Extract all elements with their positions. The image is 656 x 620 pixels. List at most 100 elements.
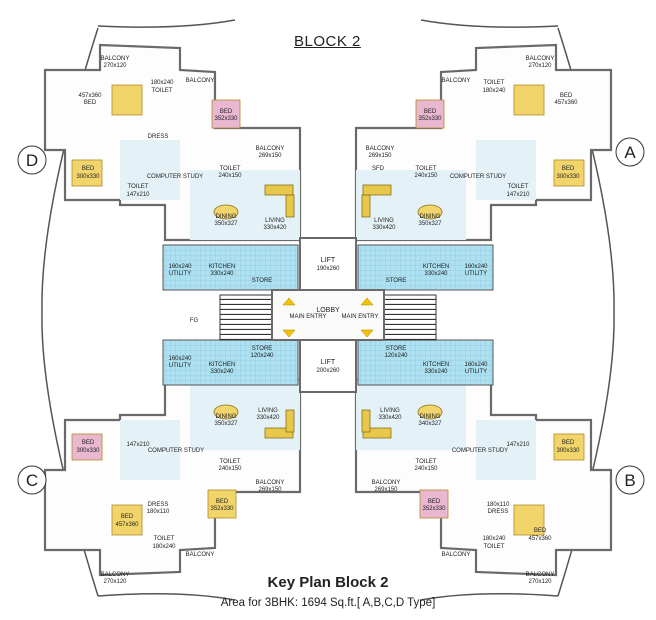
living-dim: 330x420 bbox=[378, 415, 402, 421]
balcony-label: BALCONY bbox=[442, 78, 471, 84]
plan-caption-subtitle: Area for 3BHK: 1694 Sq.ft.[ A,B,C,D Type… bbox=[220, 597, 436, 609]
balcony-label: BALCONY bbox=[186, 552, 215, 558]
lift-bottom-label: LIFT bbox=[321, 359, 336, 366]
room-labels-c: 160x240 UTILITY KITCHEN 330x240 STORE 12… bbox=[76, 346, 284, 585]
bed-dim: 352x330 bbox=[418, 116, 442, 122]
toilet-dim: 240x150 bbox=[414, 173, 438, 179]
lobby-label: LOBBY bbox=[316, 307, 340, 314]
bed-label: BED bbox=[216, 499, 229, 505]
balcony-label: BALCONY bbox=[186, 78, 215, 84]
dining-dim: 350x327 bbox=[418, 221, 442, 227]
utility-dim: 160x240 bbox=[464, 264, 488, 270]
unit-label-d: D bbox=[26, 151, 38, 170]
bed-label: BED bbox=[428, 499, 441, 505]
balcony-label: BALCONY bbox=[101, 56, 130, 62]
bed-dim: 352x330 bbox=[210, 506, 234, 512]
kitchen-dim: 330x240 bbox=[424, 369, 448, 375]
kitchen-label: KITCHEN bbox=[209, 362, 235, 368]
room-labels-b: STORE 120x240 KITCHEN 330x240 160x240 UT… bbox=[372, 346, 581, 585]
furniture bbox=[213, 184, 443, 439]
balcony-label: BALCONY bbox=[101, 572, 130, 578]
toilet-dim: 240x150 bbox=[414, 466, 438, 472]
utility-dim: 160x240 bbox=[168, 356, 192, 362]
kitchen-label: KITCHEN bbox=[209, 264, 235, 270]
dress-label: DRESS bbox=[488, 509, 509, 515]
toilet-label: TOILET bbox=[220, 459, 241, 465]
unit-label-a: A bbox=[624, 143, 636, 162]
store-label: STORE bbox=[252, 278, 273, 284]
bed-dim: 457x360 bbox=[554, 100, 578, 106]
toilet-dim: 180x240 bbox=[152, 544, 176, 550]
kitchen-dim: 330x240 bbox=[210, 369, 234, 375]
study-label: COMPUTER STUDY bbox=[452, 448, 508, 454]
balcony-label: BALCONY bbox=[366, 146, 395, 152]
room-labels-d: BALCONY 270x120 457x360 BED 180x240 TOIL… bbox=[76, 56, 287, 284]
toilet-dim: 180x240 bbox=[150, 80, 174, 86]
toilet-label: TOILET bbox=[416, 166, 437, 172]
bed-dim: 352x330 bbox=[422, 506, 446, 512]
living-dim: 330x420 bbox=[372, 225, 396, 231]
bed-label: BED bbox=[220, 109, 233, 115]
balcony-label: BALCONY bbox=[526, 572, 555, 578]
dining-dim: 350x327 bbox=[214, 221, 238, 227]
toilet-dim: 147x210 bbox=[506, 442, 530, 448]
plan-caption-title: Key Plan Block 2 bbox=[267, 574, 389, 591]
lift-top-label: LIFT bbox=[321, 257, 336, 264]
utility-label: UTILITY bbox=[465, 271, 487, 277]
balcony-dim: 270x120 bbox=[528, 579, 552, 585]
kitchen-dim: 330x240 bbox=[424, 271, 448, 277]
toilet-dim: 240x150 bbox=[218, 466, 242, 472]
balcony-dim: 270x120 bbox=[103, 579, 127, 585]
toilet-label: TOILET bbox=[484, 544, 505, 550]
bed-label: BED bbox=[82, 440, 95, 446]
core-labels: LIFT 190x260 LOBBY MAIN ENTRY MAIN ENTRY… bbox=[190, 257, 379, 374]
bed-dim: 300x330 bbox=[76, 174, 100, 180]
bed-label: BED bbox=[82, 166, 95, 172]
bed-label: BED bbox=[560, 93, 573, 99]
lift-bottom-dim: 200x260 bbox=[316, 368, 340, 374]
bed-label: BED bbox=[84, 100, 97, 106]
utility-label: UTILITY bbox=[169, 363, 191, 369]
dress-label: DRESS bbox=[148, 134, 169, 140]
toilet-label: TOILET bbox=[128, 184, 149, 190]
living-dim: 330x420 bbox=[256, 415, 280, 421]
bed-dim: 352x330 bbox=[214, 116, 238, 122]
dining-dim: 340x327 bbox=[418, 421, 442, 427]
living-label: LIVING bbox=[380, 408, 400, 414]
kitchens bbox=[162, 244, 494, 386]
toilet-label: TOILET bbox=[416, 459, 437, 465]
kitchen-label: KITCHEN bbox=[423, 264, 449, 270]
balcony-dim: 269x150 bbox=[258, 153, 282, 159]
dining-label: DINING bbox=[420, 214, 441, 220]
unit-marker-c: C bbox=[17, 465, 47, 495]
toilet-label: TOILET bbox=[154, 536, 175, 542]
store-dim: 120x240 bbox=[250, 353, 274, 359]
balcony-dim: 269x150 bbox=[258, 487, 282, 493]
bed-label: BED bbox=[121, 514, 134, 520]
balcony-dim: 269x150 bbox=[374, 487, 398, 493]
balcony-label: BALCONY bbox=[442, 552, 471, 558]
study-label: COMPUTER STUDY bbox=[147, 174, 203, 180]
main-entry-right: MAIN ENTRY bbox=[342, 314, 379, 320]
main-entry-left: MAIN ENTRY bbox=[290, 314, 327, 320]
lift-top-dim: 190x260 bbox=[316, 266, 340, 272]
dress-dim: 180x110 bbox=[487, 502, 510, 508]
bed-dim: 300x330 bbox=[76, 448, 100, 454]
balcony-label: BALCONY bbox=[526, 56, 555, 62]
store-label: STORE bbox=[386, 346, 407, 352]
living-label: LIVING bbox=[258, 408, 278, 414]
beds bbox=[71, 84, 585, 536]
living-label: LIVING bbox=[265, 218, 285, 224]
toilet-label: TOILET bbox=[508, 184, 529, 190]
kitchen-dim: 330x240 bbox=[210, 271, 234, 277]
unit-marker-b: B bbox=[615, 465, 645, 495]
dining-label: DINING bbox=[420, 414, 441, 420]
balcony-label: BALCONY bbox=[256, 480, 285, 486]
store-label: STORE bbox=[252, 346, 273, 352]
balcony-dim: 269x150 bbox=[368, 153, 392, 159]
bed-label: BED bbox=[534, 528, 547, 534]
unit-label-c: C bbox=[26, 471, 38, 490]
living-label: LIVING bbox=[374, 218, 394, 224]
utility-dim: 160x240 bbox=[464, 362, 488, 368]
unit-markers: D A C B bbox=[17, 137, 645, 495]
